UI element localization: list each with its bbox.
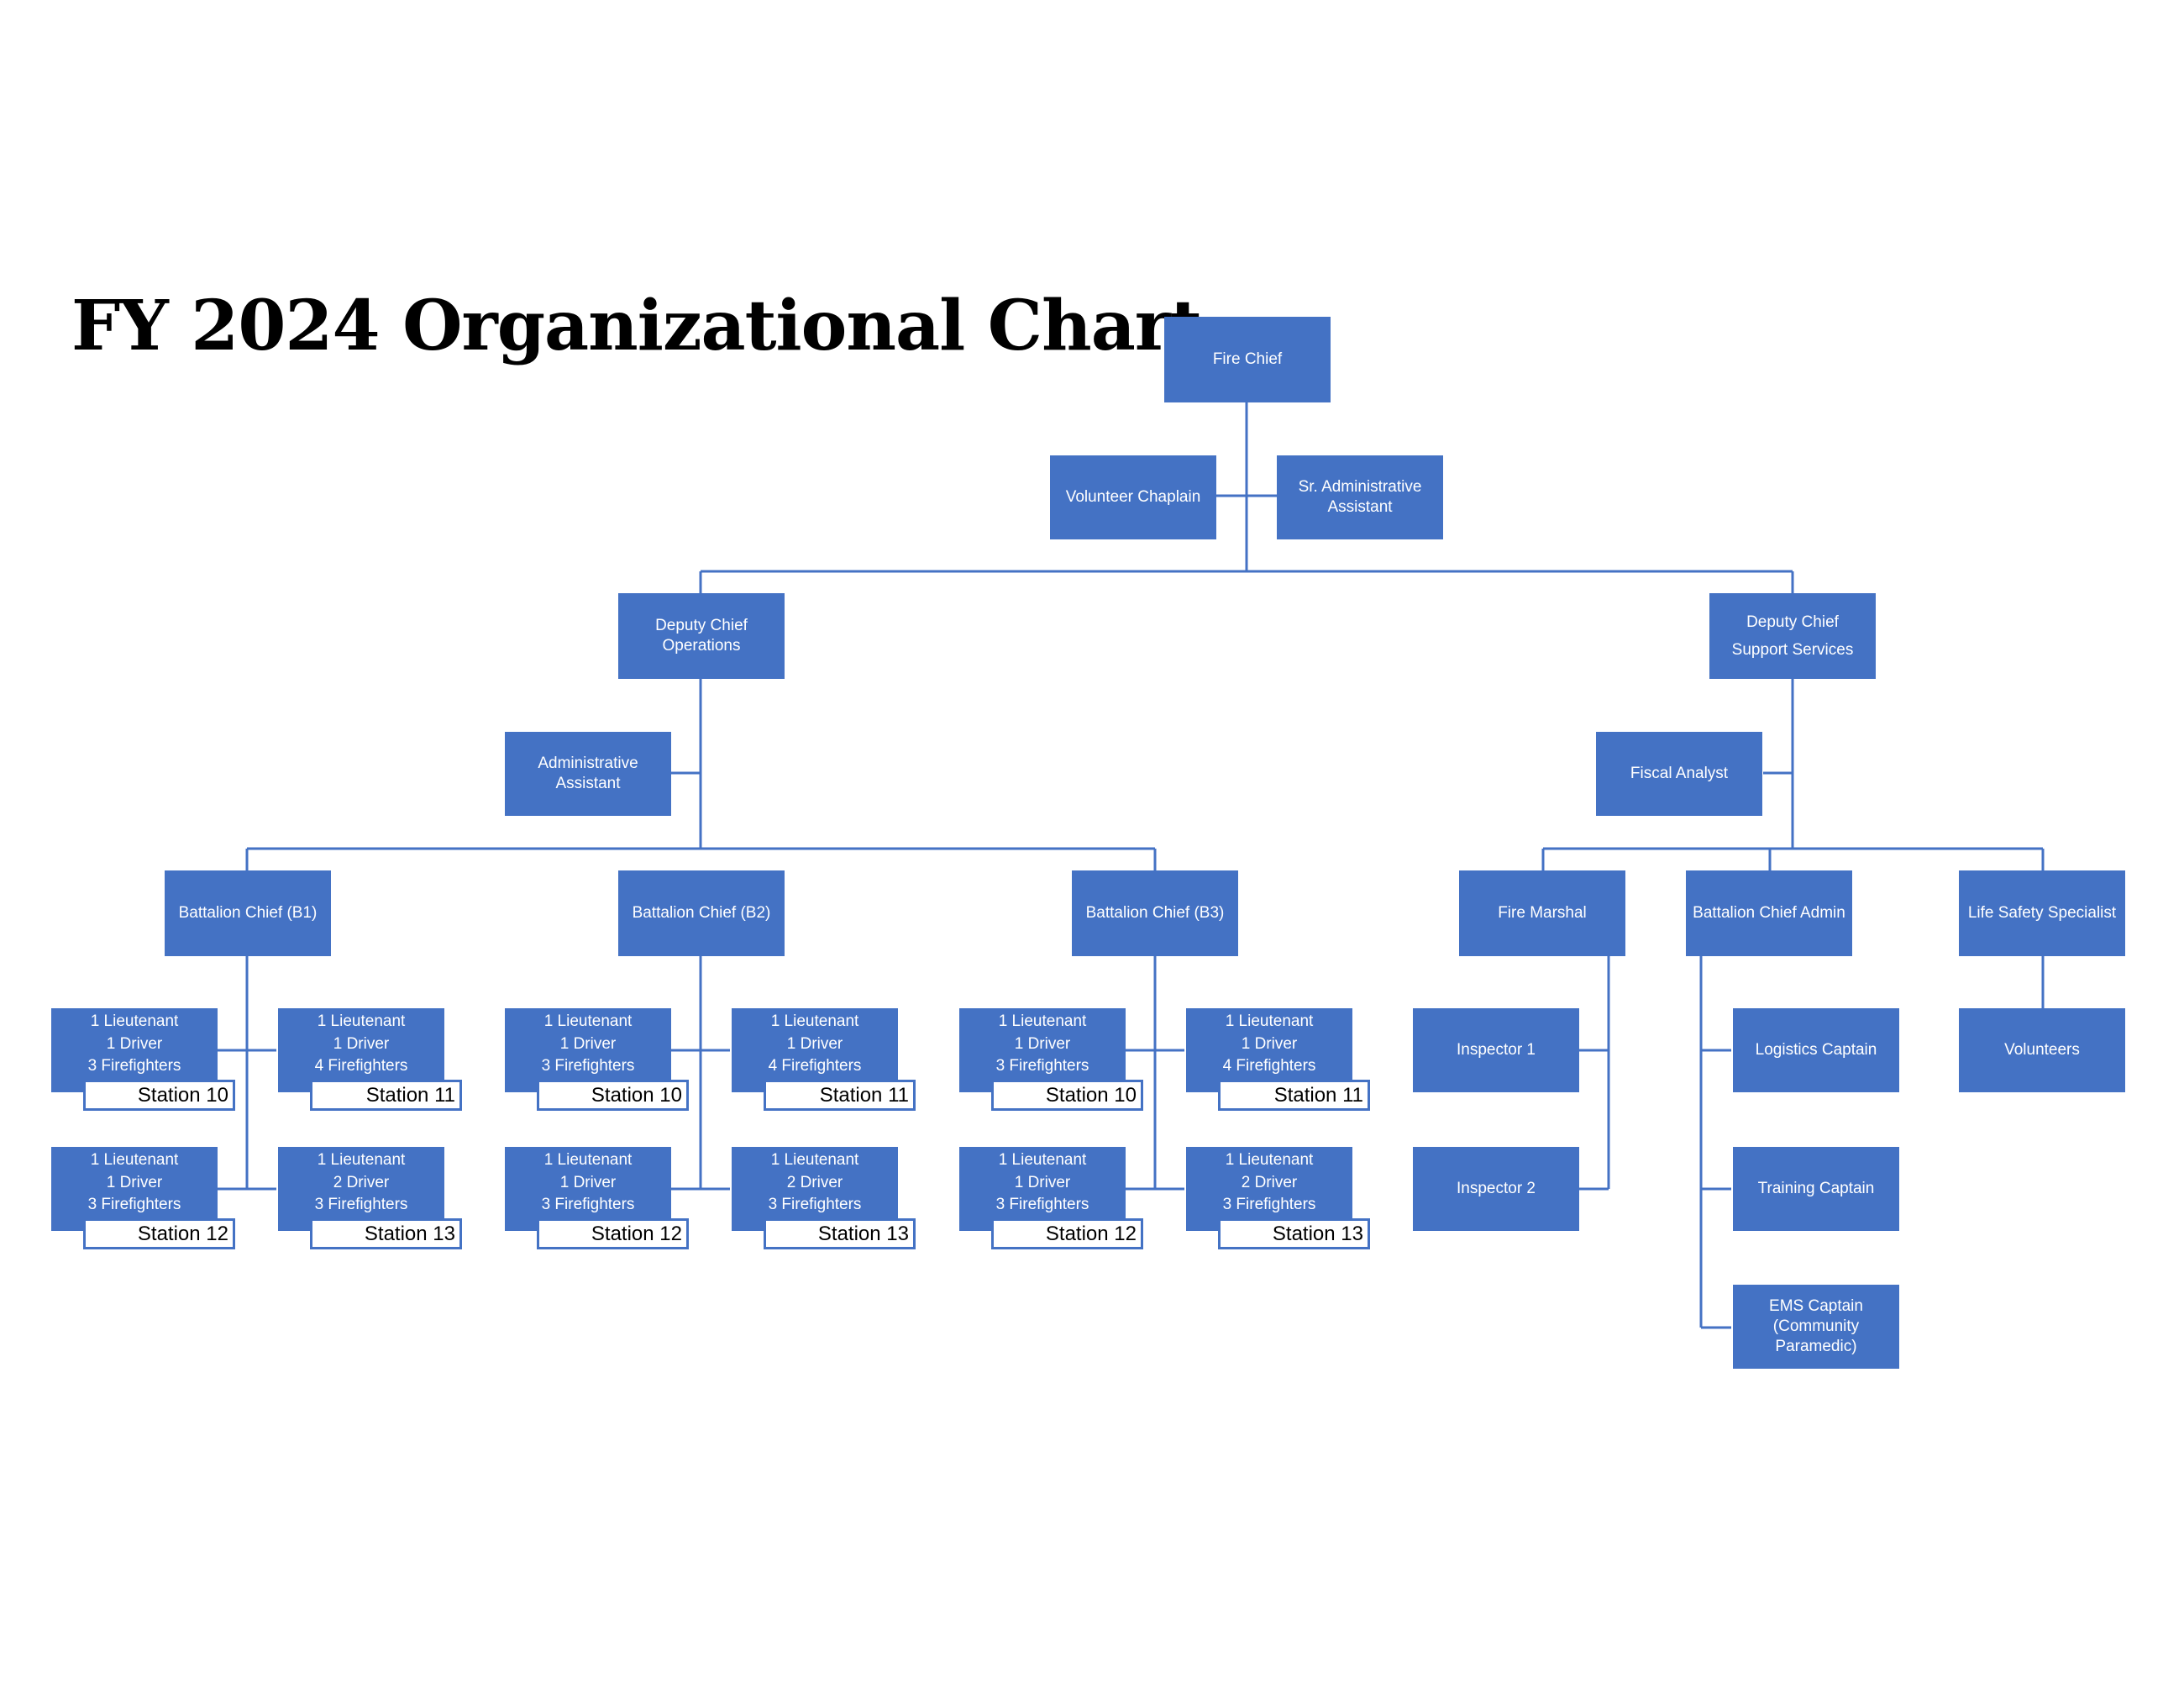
administrative-assistant-box: Administrative Assistant [505, 732, 671, 816]
battalion-chief-b1-box: Battalion Chief (B1) [165, 870, 331, 956]
sr-admin-assistant-box: Sr. Administrative Assistant [1277, 455, 1443, 539]
b1-station-11-label: Station 11 [310, 1080, 462, 1111]
b3-station-13-crew: 1 Lieutenant 2 Driver 3 Firefighters [1186, 1147, 1352, 1231]
b2-station-10-crew: 1 Lieutenant 1 Driver 3 Firefighters [505, 1008, 671, 1092]
b3-station-13-label: Station 13 [1218, 1218, 1370, 1249]
b3-station-12-label: Station 12 [991, 1218, 1143, 1249]
b2-station-11-label: Station 11 [764, 1080, 916, 1111]
battalion-chief-admin-box: Battalion Chief Admin [1686, 870, 1852, 956]
chart-title: FY 2024 Organizational Chart [71, 286, 1202, 366]
fire-chief-box: Fire Chief [1164, 317, 1331, 402]
b1-station-13-label: Station 13 [310, 1218, 462, 1249]
b2-station-11-crew: 1 Lieutenant 1 Driver 4 Firefighters [732, 1008, 898, 1092]
inspector-1-box: Inspector 1 [1413, 1008, 1579, 1092]
b2-station-12-label: Station 12 [537, 1218, 689, 1249]
training-captain-box: Training Captain [1733, 1147, 1899, 1231]
b3-station-12-crew: 1 Lieutenant 1 Driver 3 Firefighters [959, 1147, 1126, 1231]
ems-captain-box: EMS Captain (Community Paramedic) [1733, 1285, 1899, 1369]
b2-station-13-label: Station 13 [764, 1218, 916, 1249]
b3-station-10-crew: 1 Lieutenant 1 Driver 3 Firefighters [959, 1008, 1126, 1092]
b1-station-10-crew: 1 Lieutenant 1 Driver 3 Firefighters [51, 1008, 218, 1092]
volunteers-box: Volunteers [1959, 1008, 2125, 1092]
deputy-chief-operations-box: Deputy Chief Operations [618, 593, 785, 679]
life-safety-specialist-box: Life Safety Specialist [1959, 870, 2125, 956]
b2-station-13-crew: 1 Lieutenant 2 Driver 3 Firefighters [732, 1147, 898, 1231]
b3-station-10-label: Station 10 [991, 1080, 1143, 1111]
b1-station-10-label: Station 10 [83, 1080, 235, 1111]
b1-station-12-crew: 1 Lieutenant 1 Driver 3 Firefighters [51, 1147, 218, 1231]
volunteer-chaplain-box: Volunteer Chaplain [1050, 455, 1216, 539]
inspector-2-box: Inspector 2 [1413, 1147, 1579, 1231]
battalion-chief-b2-box: Battalion Chief (B2) [618, 870, 785, 956]
b3-station-11-crew: 1 Lieutenant 1 Driver 4 Firefighters [1186, 1008, 1352, 1092]
fire-marshal-box: Fire Marshal [1459, 870, 1625, 956]
b2-station-12-crew: 1 Lieutenant 1 Driver 3 Firefighters [505, 1147, 671, 1231]
b1-station-13-crew: 1 Lieutenant 2 Driver 3 Firefighters [278, 1147, 444, 1231]
logistics-captain-box: Logistics Captain [1733, 1008, 1899, 1092]
b2-station-10-label: Station 10 [537, 1080, 689, 1111]
b1-station-11-crew: 1 Lieutenant 1 Driver 4 Firefighters [278, 1008, 444, 1092]
battalion-chief-b3-box: Battalion Chief (B3) [1072, 870, 1238, 956]
deputy-chief-support-box: Deputy Chief Support Services [1709, 593, 1876, 679]
b1-station-12-label: Station 12 [83, 1218, 235, 1249]
fiscal-analyst-box: Fiscal Analyst [1596, 732, 1762, 816]
b3-station-11-label: Station 11 [1218, 1080, 1370, 1111]
